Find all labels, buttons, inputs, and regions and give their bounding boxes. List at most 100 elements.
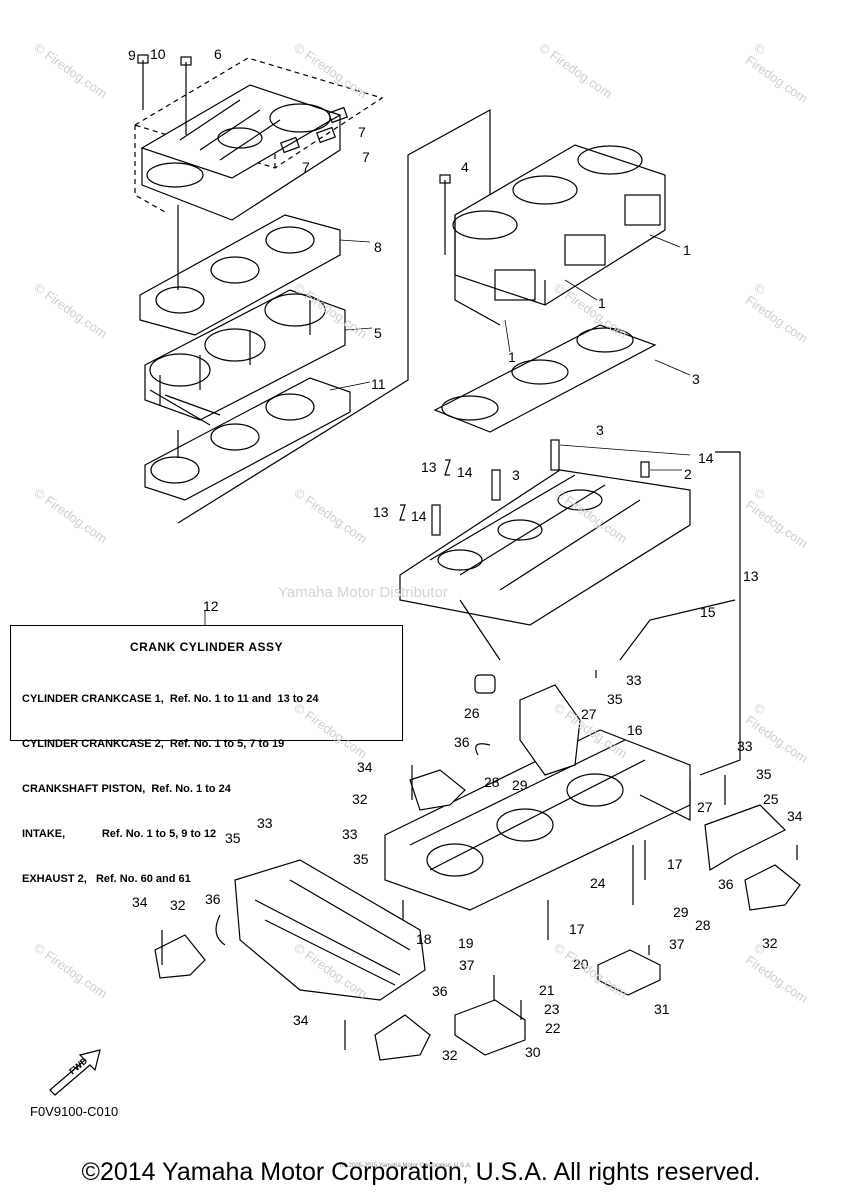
cylinder-head-drawing (144, 289, 346, 426)
center-watermark: Yamaha Motor Distributor (278, 584, 448, 601)
callout-number: 29 (512, 777, 528, 793)
engine-mount-drawing (374, 1014, 431, 1061)
legend-line: CRANKSHAFT PISTON, Ref. No. 1 to 24 (22, 783, 231, 795)
callout-number: 34 (787, 808, 803, 824)
callout-number: 27 (697, 799, 713, 815)
callout-number: 11 (371, 376, 386, 392)
callout-number: 6 (214, 46, 222, 62)
legend-lines: CYLINDER CRANKCASE 1, Ref. No. 1 to 11 a… (22, 662, 318, 917)
callout-number: 36 (718, 876, 734, 892)
callout-number: 35 (607, 691, 623, 707)
callout-number: 32 (762, 935, 778, 951)
callout-number: 20 (573, 956, 589, 972)
engine-mount-drawing (409, 769, 466, 811)
callout-number: 9 (128, 47, 136, 63)
callout-number: 33 (342, 826, 358, 842)
callout-number: 3 (596, 422, 604, 438)
rear-bracket-drawing (704, 804, 787, 871)
cylinder-block-drawing (439, 144, 666, 326)
callout-number: 1 (683, 242, 691, 258)
callout-number: 36 (432, 983, 448, 999)
plate-drawing (597, 949, 661, 996)
legend-line: CYLINDER CRANKCASE 2, Ref. No. 1 to 5, 7… (22, 738, 285, 750)
callout-number: 15 (700, 604, 716, 620)
mount-bracket-drawing (519, 684, 581, 776)
callout-number: 36 (454, 734, 470, 750)
callout-number: 31 (654, 1001, 670, 1017)
callout-number: 35 (756, 766, 772, 782)
callout-number: 22 (545, 1020, 561, 1036)
callout-number: 7 (362, 149, 370, 165)
callout-number: 13 (373, 504, 389, 520)
callout-number: 10 (150, 46, 166, 62)
callout-number: 24 (590, 875, 606, 891)
callout-number: 33 (257, 815, 273, 831)
hose-drawing (215, 914, 226, 946)
callout-number: 35 (353, 851, 369, 867)
callout-number: 5 (374, 325, 382, 341)
upper-crankcase-drawing (399, 439, 691, 661)
legend-line: INTAKE, Ref. No. 1 to 5, 9 to 12 (22, 828, 217, 840)
callout-number: 34 (132, 894, 148, 910)
callout-number: 34 (293, 1012, 309, 1028)
bushing-drawing (474, 674, 496, 694)
callout-number: 36 (205, 891, 221, 907)
callout-number: 27 (581, 706, 597, 722)
engine-mount-drawing (154, 934, 206, 979)
base-gasket-drawing (433, 324, 657, 433)
callout-number: 8 (374, 239, 382, 255)
callout-number: 21 (539, 982, 555, 998)
fine-print: (c) 2005-2015 Yamaha Motor Corporation, … (340, 1163, 472, 1169)
callout-number: 26 (464, 705, 480, 721)
callout-number: 12 (203, 598, 219, 614)
callout-number: 29 (673, 904, 689, 920)
callout-number: 35 (225, 830, 241, 846)
legend-title: CRANK CYLINDER ASSY (129, 640, 284, 654)
bolts-drawing (161, 670, 798, 1050)
diagram-code: F0V9100-C010 (30, 1104, 119, 1119)
cylinder-head-cover-drawing (133, 54, 384, 221)
engine-mount-drawing (744, 864, 801, 911)
callout-number: 17 (569, 921, 585, 937)
hose-drawing (475, 743, 491, 756)
callout-number: 1 (598, 295, 606, 311)
callout-number: 17 (667, 856, 683, 872)
callout-number: 28 (695, 917, 711, 933)
callout-number: 32 (352, 791, 368, 807)
head-gasket-drawing (139, 205, 341, 336)
callout-number: 37 (669, 936, 685, 952)
callout-number: 3 (692, 371, 700, 387)
output-housing-drawing (234, 859, 426, 1001)
callout-number: 14 (457, 464, 473, 480)
callout-number: 30 (525, 1044, 541, 1060)
callout-number: 1 (508, 349, 516, 365)
callout-number: 33 (626, 672, 642, 688)
legend-line: EXHAUST 2, Ref. No. 60 and 61 (22, 873, 191, 885)
callout-number: 7 (358, 124, 366, 140)
callout-number: 16 (627, 722, 643, 738)
callout-number: 28 (484, 774, 500, 790)
callout-number: 2 (684, 466, 692, 482)
fwd-arrow-icon (49, 1049, 101, 1096)
callout-number: 33 (737, 738, 753, 754)
callout-number: 13 (421, 459, 437, 475)
lower-crankcase-drawing (384, 729, 691, 911)
exhaust-gasket-drawing (144, 377, 351, 501)
callout-number: 25 (763, 791, 779, 807)
plate-drawing (454, 999, 526, 1056)
callout-number: 23 (544, 1001, 560, 1017)
callout-number: 32 (170, 897, 186, 913)
callout-number: 3 (512, 467, 520, 483)
callout-number: 7 (302, 159, 310, 175)
callout-number: 32 (442, 1047, 458, 1063)
callout-number: 37 (459, 957, 475, 973)
callout-number: 19 (458, 935, 474, 951)
callout-number: 4 (461, 159, 469, 175)
callout-number: 14 (411, 508, 427, 524)
legend-box: CRANK CYLINDER ASSY CYLINDER CRANKCASE 1… (10, 625, 403, 885)
callout-number: 34 (357, 759, 373, 775)
callout-number: 18 (416, 931, 432, 947)
callout-number: 14 (698, 450, 714, 466)
callout-number: 13 (743, 568, 759, 584)
